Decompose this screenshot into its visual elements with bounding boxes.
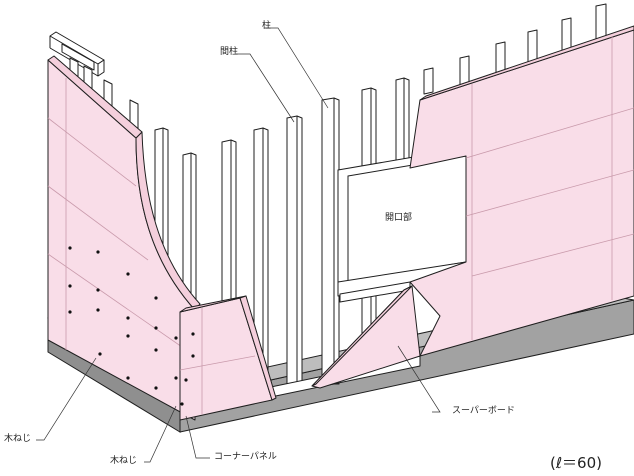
label-corner-panel: コーナーパネル	[214, 452, 277, 462]
lower-cut-board	[311, 285, 421, 389]
right-wall-board	[409, 25, 634, 357]
studs	[154, 77, 410, 393]
leader-lines	[36, 27, 441, 463]
label-super-board: スーパーボード	[452, 406, 515, 416]
label-opening: 開口部	[385, 213, 413, 223]
scale-note: (ℓ＝60)	[550, 454, 602, 472]
top-studs-right	[423, 3, 607, 95]
label-hashira: 柱	[262, 21, 272, 31]
corner-panel	[179, 295, 277, 421]
curved-left-board	[47, 55, 201, 421]
label-mabashira: 間柱	[220, 47, 239, 57]
label-screw-left: 木ねじ	[4, 434, 32, 444]
label-screw-bottom: 木ねじ	[110, 456, 138, 466]
screw-dots	[68, 246, 195, 406]
